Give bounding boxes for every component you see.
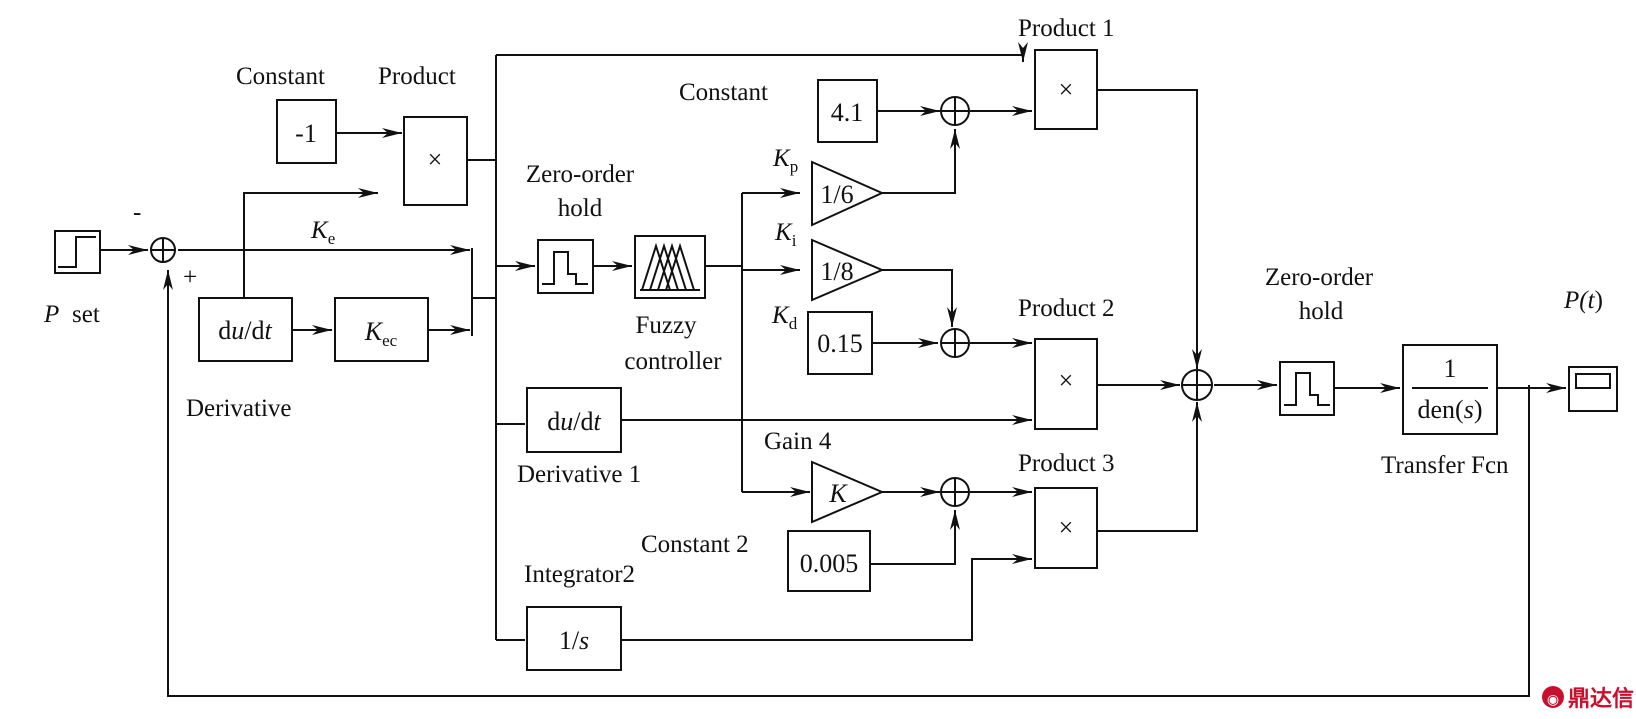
constant-top-value: 4.1 xyxy=(831,98,864,127)
zoh2-label-line1: Zero-order xyxy=(1265,264,1374,291)
derivative-expr: du/dt xyxy=(218,316,272,345)
plus-sign: + xyxy=(183,264,197,291)
integrator2-expr: 1/s xyxy=(559,626,589,655)
derivative-label: Derivative xyxy=(186,395,292,422)
watermark-logo: ◉ 鼎达信 xyxy=(1542,686,1634,712)
product-3-block[interactable]: × xyxy=(1034,487,1098,569)
ki-gain-block[interactable]: 1/8 xyxy=(811,238,885,302)
sum-junction-top[interactable] xyxy=(940,96,970,126)
derivative-1-block[interactable]: du/dt xyxy=(526,387,622,453)
kd-label: Kd xyxy=(771,302,798,333)
ki-gain-value: 1/8 xyxy=(820,257,853,286)
ki-label: Ki xyxy=(774,219,797,250)
p-set-label-rest: set xyxy=(72,301,100,328)
zoh2-label-line2: hold xyxy=(1299,298,1344,325)
tf-denominator: den(s) xyxy=(1418,395,1483,424)
constant-minus-one-block[interactable]: -1 xyxy=(276,99,337,164)
kd-value: 0.15 xyxy=(817,329,863,358)
product-block[interactable]: × xyxy=(403,116,468,206)
sum-junction-mid[interactable] xyxy=(940,328,970,358)
integrator2-label: Integrator2 xyxy=(524,561,635,588)
transfer-fcn-block[interactable]: 1 den(s) xyxy=(1402,344,1498,435)
derivative-block[interactable]: du/dt xyxy=(198,297,293,362)
constant-top-label: Constant xyxy=(679,79,768,106)
signal-lines xyxy=(101,42,1566,697)
constant-4-1-block[interactable]: 4.1 xyxy=(817,79,878,143)
product3-label: Product 3 xyxy=(1018,450,1115,477)
derivative-1-expr: du/dt xyxy=(547,407,601,436)
sum-junction-1[interactable] xyxy=(150,237,176,263)
constant-2-block[interactable]: 0.005 xyxy=(787,530,871,592)
product1-label: Product 1 xyxy=(1018,15,1115,42)
kp-label: Kp xyxy=(772,145,798,176)
scope-block[interactable] xyxy=(1568,366,1618,412)
fuzzy-label-line1: Fuzzy xyxy=(635,312,697,339)
step-source-block[interactable] xyxy=(54,230,101,274)
gain4-value: K xyxy=(828,479,848,508)
constant-label: Constant xyxy=(236,63,325,90)
zero-order-hold-2-block[interactable] xyxy=(1279,361,1335,416)
constant-value: -1 xyxy=(295,119,317,148)
transfer-fcn-label: Transfer Fcn xyxy=(1381,452,1509,479)
constant2-label: Constant 2 xyxy=(641,531,749,558)
zoh1-label-line1: Zero-order xyxy=(526,161,635,188)
zero-order-hold-1-block[interactable] xyxy=(537,239,594,294)
watermark-text: 鼎达信 xyxy=(1568,686,1634,712)
p-set-label: P xyxy=(43,301,59,328)
product-1-block[interactable]: × xyxy=(1034,49,1098,130)
tf-numerator: 1 xyxy=(1444,354,1457,383)
product-op: × xyxy=(428,145,443,174)
product-label: Product xyxy=(378,63,456,90)
fuzzy-controller-block[interactable] xyxy=(634,235,706,299)
ke-label: Ke xyxy=(310,217,335,248)
product1-op: × xyxy=(1059,75,1074,104)
minus-sign: - xyxy=(133,199,141,226)
product2-op: × xyxy=(1059,366,1074,395)
kec-expr: Kec xyxy=(364,317,398,350)
kd-constant-block[interactable]: 0.15 xyxy=(807,311,873,375)
kec-gain-block[interactable]: Kec xyxy=(334,297,429,362)
kp-gain-block[interactable]: 1/6 xyxy=(811,160,885,227)
fuzzy-label-line2: controller xyxy=(624,348,722,375)
gain-4-block[interactable]: K xyxy=(811,460,885,524)
sum-junction-bottom[interactable] xyxy=(940,477,970,507)
gain4-label: Gain 4 xyxy=(764,428,832,455)
zoh1-label-line2: hold xyxy=(558,195,603,222)
product2-label: Product 2 xyxy=(1018,295,1115,322)
kp-gain-value: 1/6 xyxy=(820,180,853,209)
pt-label: P(t) xyxy=(1563,287,1603,314)
product3-op: × xyxy=(1059,513,1074,542)
constant2-value: 0.005 xyxy=(800,549,859,578)
svg-text:◉: ◉ xyxy=(1547,692,1559,708)
product-2-block[interactable]: × xyxy=(1034,338,1098,430)
integrator2-block[interactable]: 1/s xyxy=(526,606,622,671)
derivative-1-label: Derivative 1 xyxy=(517,461,641,488)
output-sum-junction[interactable] xyxy=(1181,369,1213,401)
